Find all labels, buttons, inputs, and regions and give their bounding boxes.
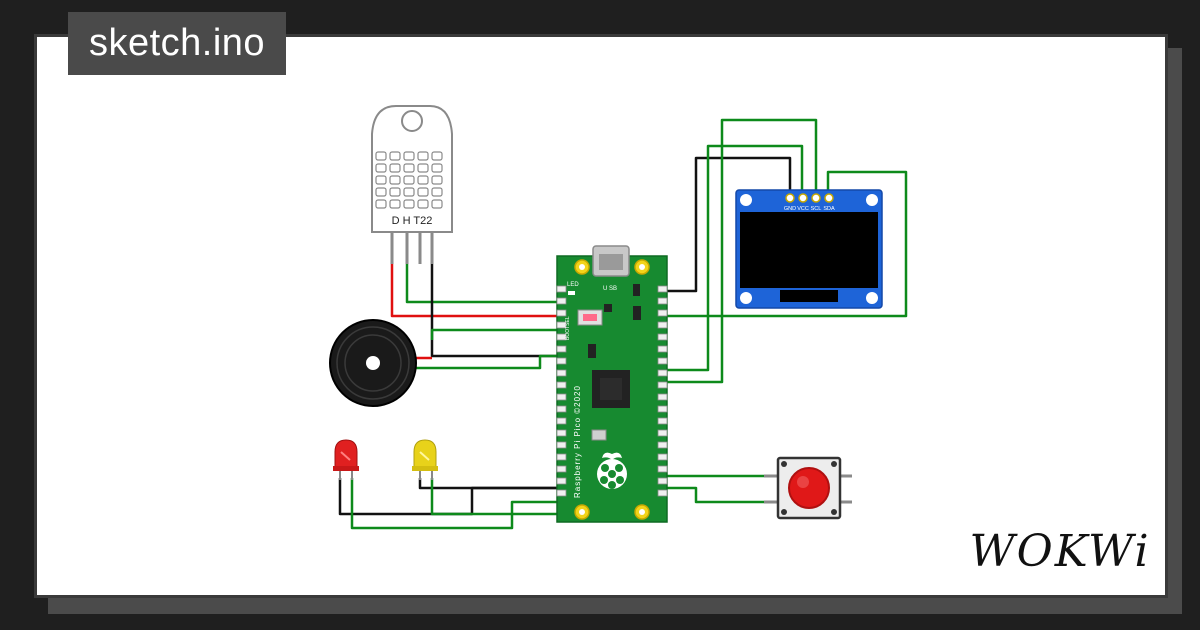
- wire-dht-gnd[interactable]: [430, 262, 566, 358]
- red-led[interactable]: [333, 439, 359, 480]
- file-name-tab[interactable]: sketch.ino: [68, 12, 286, 75]
- wire-red-led-cathode[interactable]: [338, 478, 566, 516]
- pushbutton-cap[interactable]: [788, 467, 830, 509]
- yellow-led[interactable]: [412, 439, 438, 480]
- wire-buzzer-green-2[interactable]: [430, 328, 566, 340]
- oled-pin-scl: SCL: [811, 206, 822, 212]
- pico-usb-label: U SB: [603, 286, 617, 292]
- wire-buzzer-signal[interactable]: [414, 354, 566, 370]
- wire-yellow-led-cathode[interactable]: [418, 478, 566, 490]
- wire-oled-vcc[interactable]: [660, 170, 908, 318]
- raspberry-pi-pico[interactable]: LED U SB BOOTSEL Raspberry Pi Pico ©2020: [556, 245, 668, 523]
- wire-dht-vcc[interactable]: [390, 262, 566, 318]
- wire-yellow-led-anode[interactable]: [430, 478, 566, 516]
- oled-pin-gnd: GND: [784, 206, 796, 212]
- oled-display[interactable]: GND VCC SCL SDA: [735, 189, 883, 309]
- wire-oled-sda[interactable]: [660, 118, 818, 384]
- dht22-label: D H T22: [392, 215, 433, 227]
- oled-pin-sda: SDA: [823, 206, 835, 212]
- wire-oled-gnd[interactable]: [660, 156, 792, 293]
- wokwi-logo: WOKWi: [969, 526, 1150, 577]
- dht22-sensor[interactable]: D H T22: [371, 105, 453, 264]
- pico-led-label: LED: [567, 282, 579, 288]
- wire-oled-scl[interactable]: [660, 144, 804, 372]
- pushbutton[interactable]: [764, 456, 852, 520]
- buzzer[interactable]: [329, 319, 417, 407]
- oled-pin-vcc: VCC: [797, 206, 809, 212]
- oled-screen: [740, 212, 878, 288]
- wires: [338, 118, 908, 530]
- raspberry-logo-icon: [597, 452, 627, 489]
- bootsel-label: BOOTSEL: [565, 316, 571, 340]
- wire-red-led-anode[interactable]: [350, 478, 566, 530]
- pico-board-text: Raspberry Pi Pico ©2020: [573, 385, 582, 498]
- wire-dht-data[interactable]: [405, 262, 566, 304]
- wire-button-b[interactable]: [660, 486, 776, 504]
